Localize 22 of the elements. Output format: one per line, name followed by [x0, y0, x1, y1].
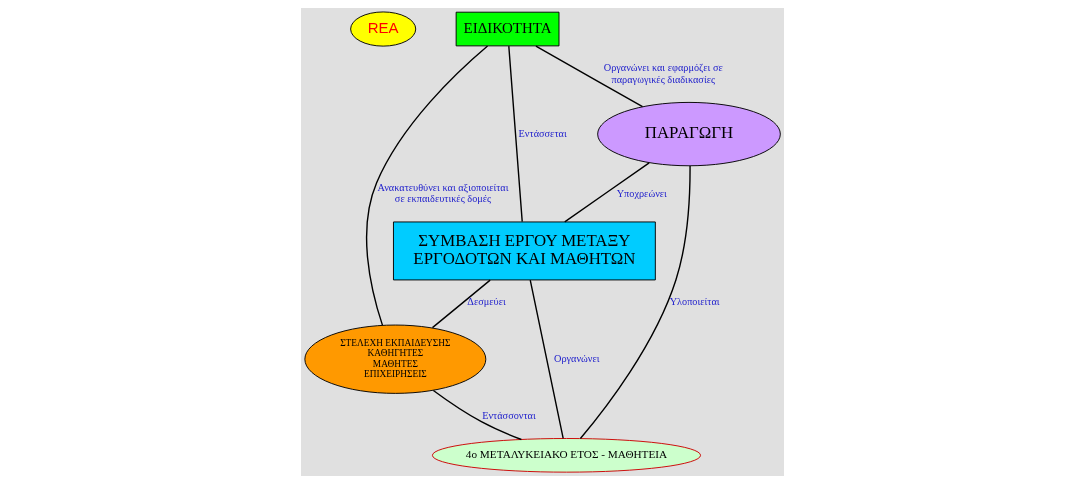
node-box: ΕΙΔΙΚΟΤΗΤΑ	[455, 11, 560, 47]
edge-label: Ανακατευθύνει και αξιοποιείται σε εκπαιδευτικές δομές	[377, 181, 509, 205]
node-ellipse: 4ο ΜΕΤΑΛΥΚΕΙΑΚΟ ΕΤΟΣ - ΜΑΘΗΤΕΙΑ	[431, 438, 702, 473]
connector	[529, 279, 564, 440]
node-box: ΣΥΜΒΑΣΗ ΕΡΓΟΥ ΜΕΤΑΞΥ ΕΡΓΟΔΟΤΩΝ ΚΑΙ ΜΑΘΗΤΩΝ	[393, 221, 656, 281]
connector	[432, 389, 523, 441]
connector	[535, 45, 644, 108]
connector	[508, 45, 523, 223]
connector	[431, 279, 491, 329]
edge-label: Υλοποιείται	[669, 295, 720, 307]
connector	[564, 162, 650, 223]
node-ellipse: ΣΤΕΛΕΧΗ ΕΚΠΑΙΔΕΥΣΗΣ ΚΑΘΗΓΗΤΕΣ ΜΑΘΗΤΕΣ ΕΠΙΧΕΙΡΗΣΕΙΣ	[304, 324, 487, 394]
edge-label: Εντάσσεται	[518, 127, 567, 139]
edge-label: Οργανώνει	[553, 352, 600, 364]
node-ellipse: REA	[350, 11, 417, 47]
edge-label: Οργανώνει και εφαρμόζει σε παραγωγικές διαδικασίες	[603, 62, 723, 85]
edge-label: Υποχρεώνει	[616, 187, 667, 199]
connector	[365, 45, 489, 326]
edge-label: Εντάσσονται	[482, 409, 536, 421]
connector	[579, 165, 691, 440]
edge-label: Δεσμεύει	[467, 295, 506, 307]
node-ellipse: ΠΑΡΑΓΩΓΗ	[597, 101, 781, 167]
